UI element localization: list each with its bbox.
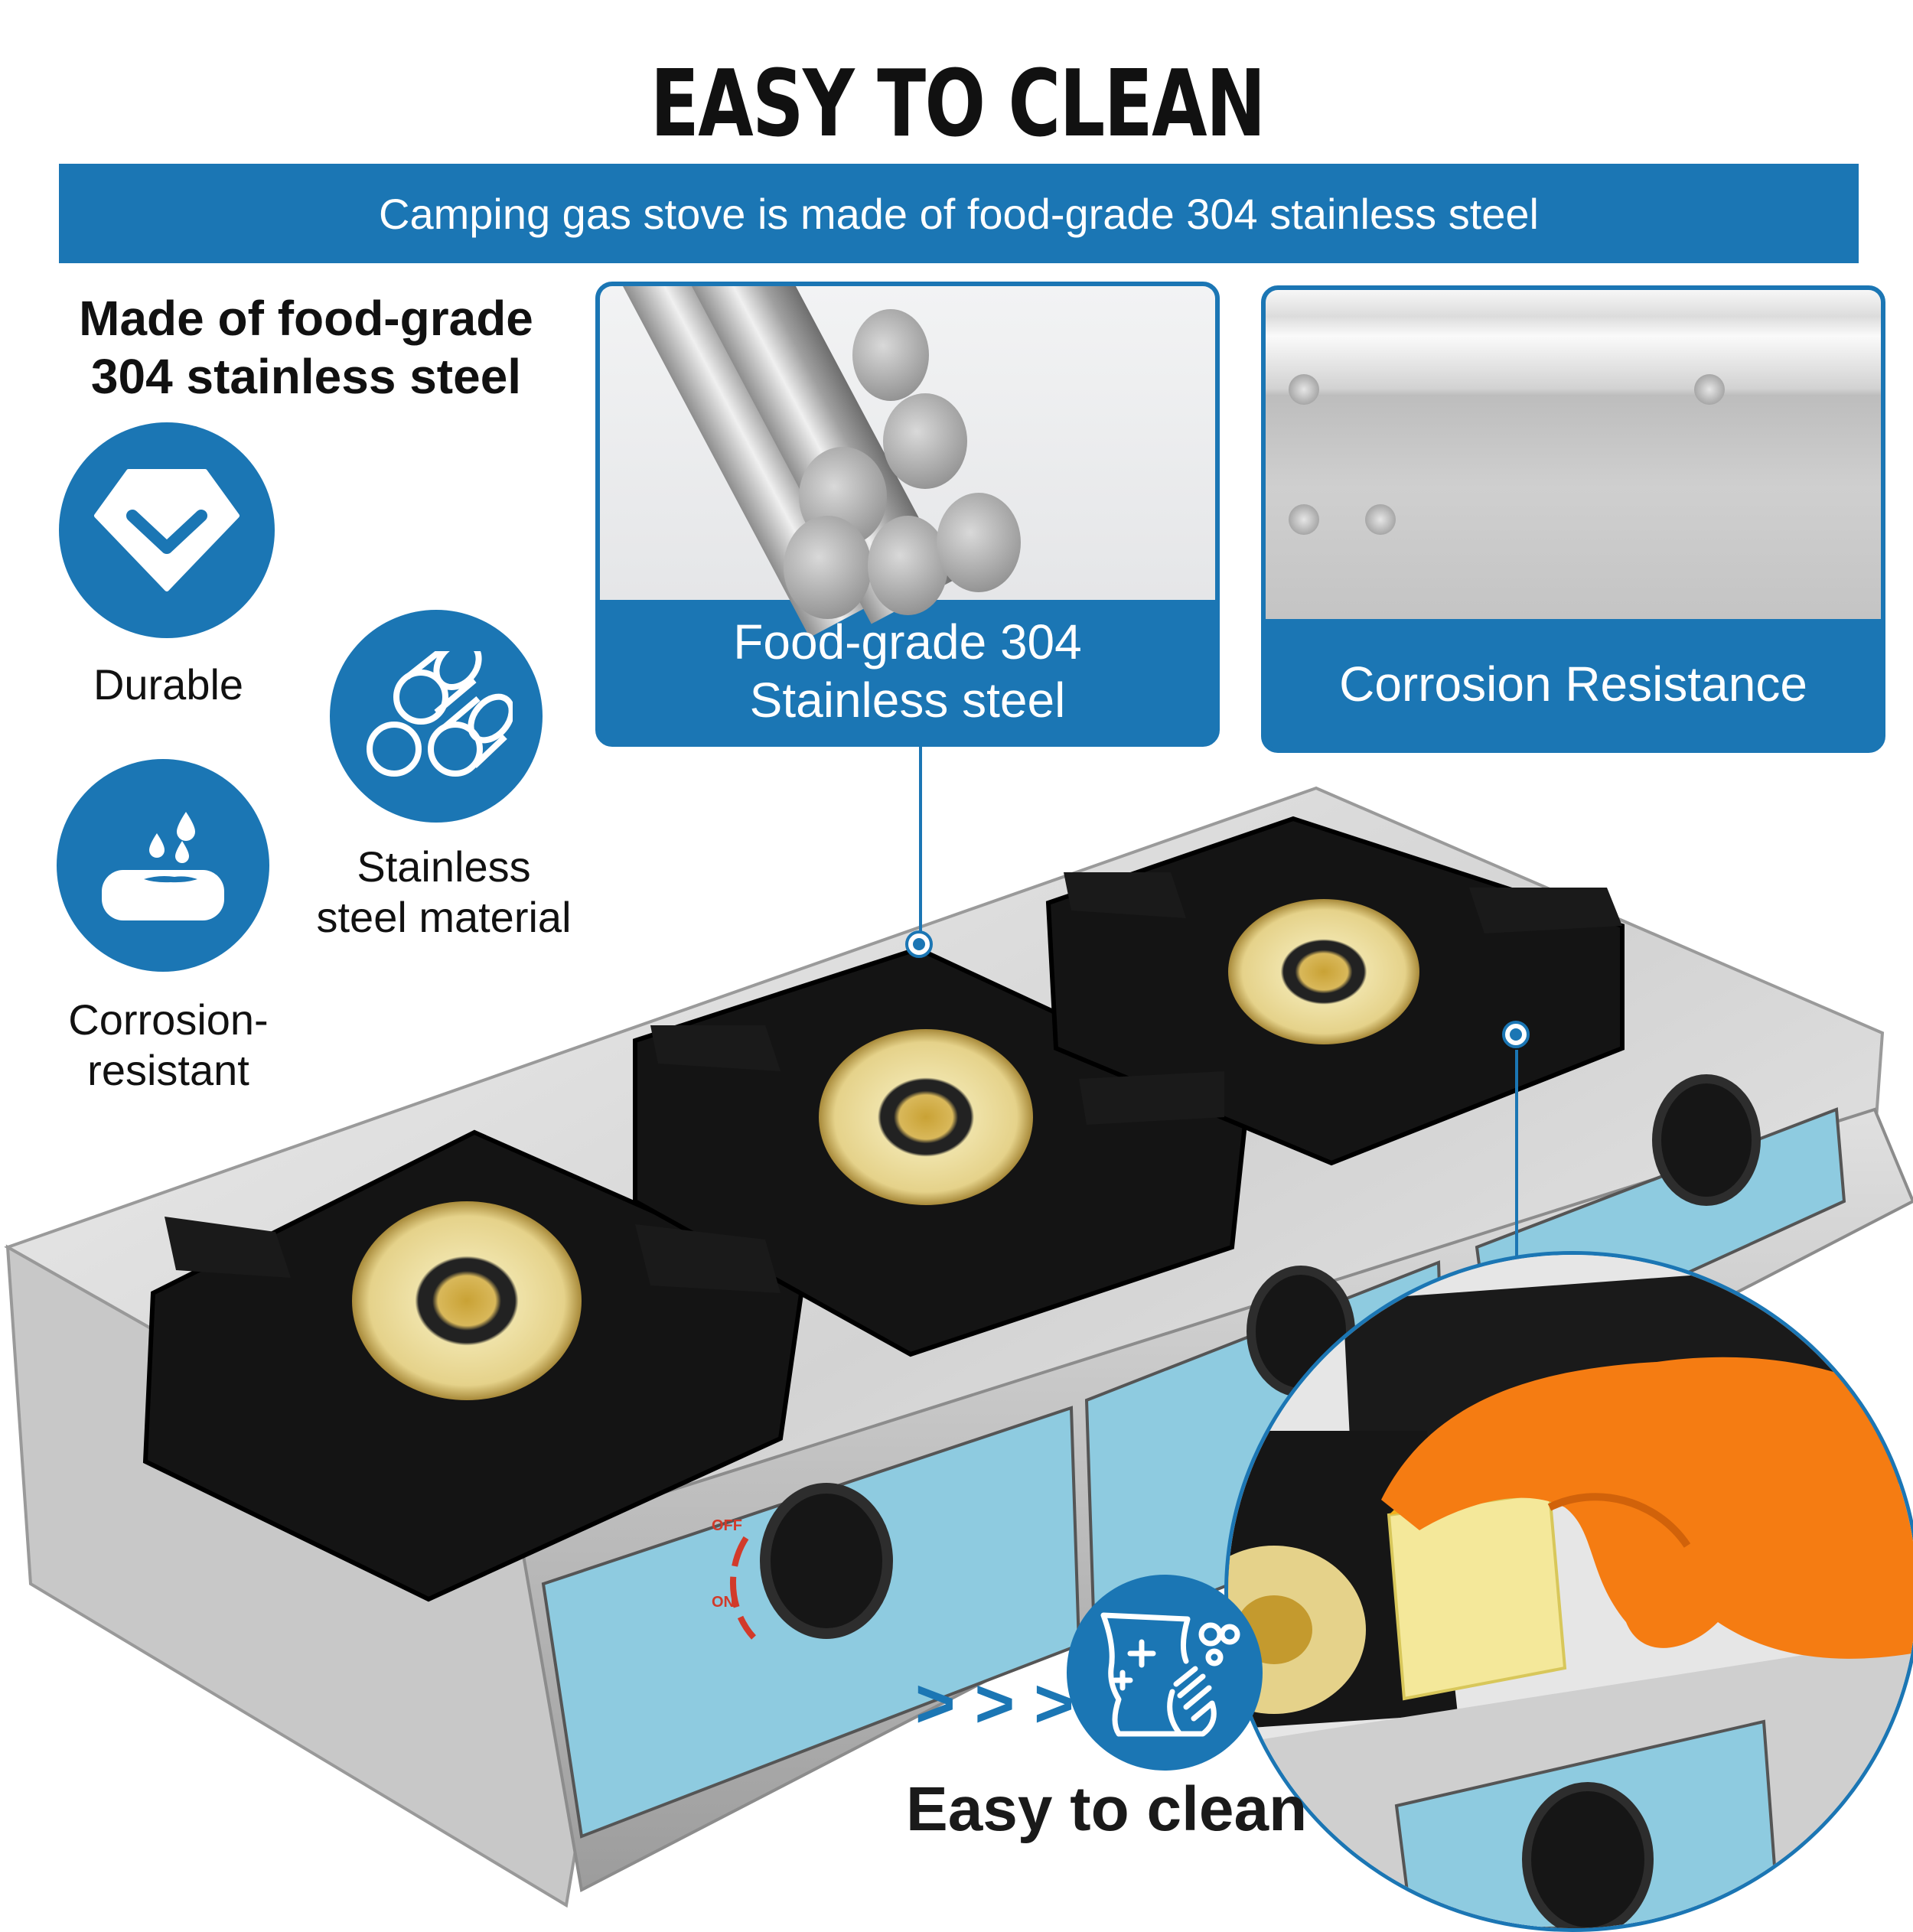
callout-dot-cleaning — [1502, 1021, 1530, 1048]
features-heading-line2: 304 stainless steel — [90, 349, 522, 404]
svg-text:ON: ON — [712, 1594, 735, 1611]
stainless-label: Stainless steel material — [291, 842, 597, 943]
stainless-screws-image — [1266, 290, 1881, 619]
diamond-check-icon — [94, 469, 240, 591]
features-heading: Made of food-grade 304 stainless steel — [31, 289, 582, 406]
cleaning-closeup — [1224, 1251, 1913, 1932]
stainless-label-line2: steel material — [316, 893, 572, 941]
panel-food-grade-caption: Food-grade 304 Stainless steel — [600, 600, 1215, 742]
panel-corrosion: Corrosion Resistance — [1261, 285, 1885, 753]
callout-line-cleaning — [1515, 1050, 1518, 1256]
svg-text:OFF: OFF — [712, 1517, 742, 1534]
panel-food-grade-caption-line2: Stainless steel — [749, 673, 1066, 728]
wipe-hand-sparkle-icon — [1100, 1612, 1240, 1737]
arrows-indicator: > > > — [915, 1666, 1074, 1742]
corrosion-label: Corrosion- resistant — [15, 995, 321, 1096]
callout-line-food-grade — [919, 747, 922, 935]
stainless-rods-image — [600, 286, 1215, 638]
durable-badge — [59, 422, 275, 638]
callout-dot-food-grade — [905, 930, 933, 958]
stainless-label-line1: Stainless — [357, 842, 531, 891]
corrosion-badge — [57, 759, 269, 972]
panel-corrosion-caption: Corrosion Resistance — [1339, 656, 1807, 712]
features-heading-line1: Made of food-grade — [79, 291, 533, 346]
subtitle-banner: Camping gas stove is made of food-grade … — [59, 164, 1859, 263]
page-title: EASY TO CLEAN — [650, 51, 1266, 158]
steel-rods-icon — [367, 651, 513, 777]
glove-sponge-cleaning-image — [1228, 1255, 1913, 1928]
easy-to-clean-label: Easy to clean — [906, 1774, 1308, 1844]
corrosion-label-line1: Corrosion- — [68, 995, 269, 1044]
panel-food-grade: Food-grade 304 Stainless steel — [595, 282, 1220, 747]
easy-clean-badge — [1067, 1575, 1263, 1771]
durable-label: Durable — [93, 660, 244, 709]
panel-food-grade-caption-line1: Food-grade 304 — [733, 614, 1082, 670]
stainless-badge — [330, 610, 543, 823]
banner-text: Camping gas stove is made of food-grade … — [379, 189, 1539, 238]
water-drops-bar-icon — [102, 812, 224, 920]
corrosion-label-line2: resistant — [87, 1046, 249, 1094]
